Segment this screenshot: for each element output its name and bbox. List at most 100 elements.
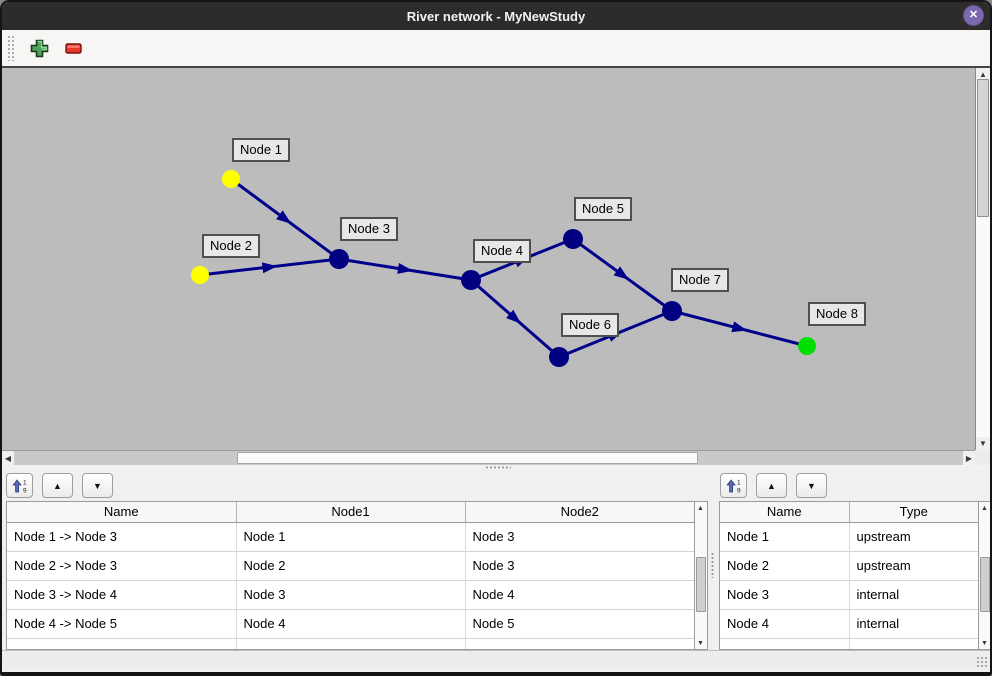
scroll-up-icon[interactable]: ▲	[981, 504, 988, 512]
node-label-node-6[interactable]: Node 6	[561, 313, 619, 337]
scroll-left-icon[interactable]: ◀	[2, 451, 14, 465]
horizontal-splitter[interactable]	[2, 465, 990, 470]
edge-arrow-icon	[613, 266, 629, 280]
scroll-down-icon[interactable]: ▼	[981, 639, 988, 647]
vertical-scroll-thumb[interactable]	[977, 79, 989, 217]
node-node-4[interactable]	[461, 270, 481, 290]
edge-arrow-icon	[261, 262, 278, 274]
node-node-7[interactable]	[662, 301, 682, 321]
table-row-partial[interactable]	[7, 638, 694, 649]
cell-type[interactable]: internal	[849, 609, 978, 639]
table-row[interactable]: Node 2 -> Node 3 Node 2 Node 3	[7, 551, 694, 581]
table-scroll-thumb[interactable]	[696, 557, 706, 612]
cell-node1[interactable]: Node 2	[236, 551, 466, 581]
close-button[interactable]: ✕	[963, 5, 984, 26]
column-header[interactable]: Name	[7, 502, 237, 523]
cell-type[interactable]: internal	[849, 580, 978, 610]
scrollbar-corner	[975, 450, 990, 465]
table-row[interactable]: Node 3 internal	[720, 580, 978, 610]
scroll-down-icon[interactable]: ▼	[976, 437, 990, 450]
remove-button[interactable]	[65, 42, 82, 54]
cell-node1[interactable]: Node 1	[236, 522, 466, 552]
down-arrow-icon: ▼	[807, 480, 816, 491]
node-node-2[interactable]	[191, 266, 209, 284]
table-row[interactable]: Node 4 internal	[720, 609, 978, 639]
svg-text:1: 1	[737, 479, 741, 486]
svg-text:9: 9	[737, 487, 741, 494]
table-row[interactable]: Node 1 -> Node 3 Node 1 Node 3	[7, 522, 694, 552]
up-arrow-icon: ▲	[53, 480, 62, 491]
cell-name[interactable]: Node 2	[720, 551, 850, 581]
sort-button[interactable]: 1 9	[720, 473, 747, 498]
cell-node2[interactable]: Node 5	[465, 609, 694, 639]
edge-arrow-icon	[276, 210, 292, 224]
node-label-node-1[interactable]: Node 1	[232, 138, 290, 162]
table-row-partial[interactable]	[720, 638, 978, 649]
table-row[interactable]: Node 4 -> Node 5 Node 4 Node 5	[7, 609, 694, 639]
column-header[interactable]: Node2	[465, 502, 694, 523]
links-table: Name Node1 Node2 Node 1 -> Node 3 Node 1…	[6, 501, 695, 650]
cell-name[interactable]: Node 1	[720, 522, 850, 552]
scroll-up-icon[interactable]: ▲	[976, 68, 990, 81]
cell-name[interactable]: Node 1 -> Node 3	[7, 522, 237, 552]
add-button[interactable]	[30, 39, 49, 58]
move-down-button[interactable]: ▼	[82, 473, 113, 498]
node-node-5[interactable]	[563, 229, 583, 249]
node-label-node-7[interactable]: Node 7	[671, 268, 729, 292]
node-label-node-3[interactable]: Node 3	[340, 217, 398, 241]
table-row[interactable]: Node 2 upstream	[720, 551, 978, 581]
node-label-node-4[interactable]: Node 4	[473, 239, 531, 263]
cell-node2[interactable]: Node 3	[465, 551, 694, 581]
links-table-scrollbar[interactable]: ▲ ▼	[695, 501, 708, 650]
plus-icon	[30, 39, 49, 57]
resize-grip-icon[interactable]	[976, 656, 987, 667]
node-label-node-5[interactable]: Node 5	[574, 197, 632, 221]
cell-type[interactable]: upstream	[849, 522, 978, 552]
canvas-horizontal-scrollbar[interactable]: ◀ ▶	[2, 450, 975, 465]
nodes-table-header[interactable]: Name Type	[720, 502, 978, 523]
sort-button[interactable]: 1 9	[6, 473, 33, 498]
move-up-button[interactable]: ▲	[42, 473, 73, 498]
cell-name[interactable]: Node 4	[720, 609, 850, 639]
cell-node2[interactable]: Node 3	[465, 522, 694, 552]
column-header[interactable]: Name	[720, 502, 850, 523]
network-canvas[interactable]: Node 1 Node 2 Node 3 Node 4 Node 5 Node 6 Node…	[2, 68, 975, 450]
node-label-node-8[interactable]: Node 8	[808, 302, 866, 326]
column-header[interactable]: Type	[849, 502, 978, 523]
titlebar[interactable]: River network - MyNewStudy ✕	[2, 2, 990, 30]
cell-name[interactable]: Node 3	[720, 580, 850, 610]
toolbar-drag-handle[interactable]	[7, 35, 14, 61]
nodes-table-scrollbar[interactable]: ▲ ▼	[979, 501, 990, 650]
svg-text:9: 9	[23, 487, 27, 494]
vertical-splitter[interactable]	[708, 470, 717, 650]
cell-node1[interactable]: Node 3	[236, 580, 466, 610]
links-sort-toolbar: 1 9 ▲ ▼	[2, 470, 708, 501]
cell-node2[interactable]: Node 4	[465, 580, 694, 610]
table-row[interactable]: Node 1 upstream	[720, 522, 978, 552]
table-row[interactable]: Node 3 -> Node 4 Node 3 Node 4	[7, 580, 694, 610]
close-icon: ✕	[968, 9, 979, 21]
node-node-3[interactable]	[329, 249, 349, 269]
move-up-button[interactable]: ▲	[756, 473, 787, 498]
node-node-1[interactable]	[222, 170, 240, 188]
scroll-up-icon[interactable]: ▲	[697, 504, 704, 512]
node-node-6[interactable]	[549, 347, 569, 367]
canvas-vertical-scrollbar[interactable]: ▲ ▼	[975, 68, 990, 450]
column-header[interactable]: Node1	[236, 502, 466, 523]
node-label-node-2[interactable]: Node 2	[202, 234, 260, 258]
horizontal-scroll-thumb[interactable]	[237, 452, 698, 464]
node-node-8[interactable]	[798, 337, 816, 355]
cell-node1[interactable]: Node 4	[236, 609, 466, 639]
links-table-header[interactable]: Name Node1 Node2	[7, 502, 694, 523]
cell-type[interactable]: upstream	[849, 551, 978, 581]
cell-name[interactable]: Node 3 -> Node 4	[7, 580, 237, 610]
cell-name[interactable]: Node 4 -> Node 5	[7, 609, 237, 639]
nodes-sort-toolbar: 1 9 ▲ ▼	[717, 470, 990, 501]
cell-name[interactable]: Node 2 -> Node 3	[7, 551, 237, 581]
edge-arrow-icon	[506, 309, 522, 324]
move-down-button[interactable]: ▼	[796, 473, 827, 498]
table-scroll-thumb[interactable]	[980, 557, 990, 612]
scroll-down-icon[interactable]: ▼	[697, 639, 704, 647]
scroll-right-icon[interactable]: ▶	[963, 451, 975, 465]
